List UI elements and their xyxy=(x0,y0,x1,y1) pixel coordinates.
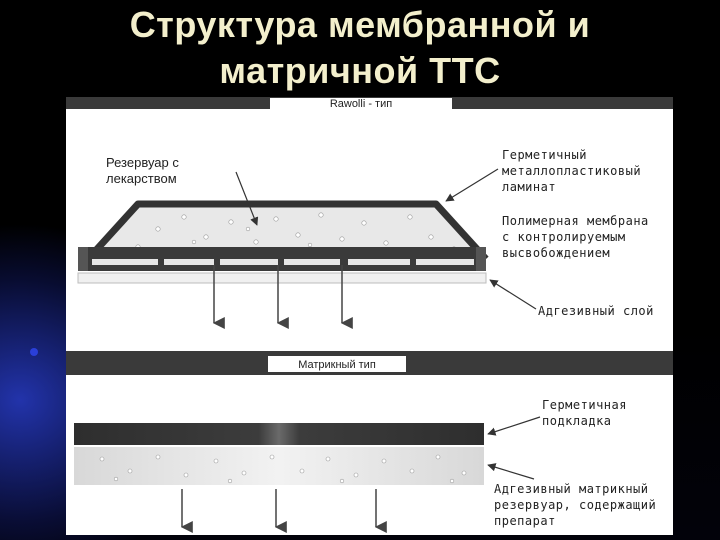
laminate-label-line-1: Герметичный xyxy=(502,148,587,162)
backing-pointer xyxy=(487,416,541,436)
matrix-reservoir-label-line-3: препарат xyxy=(494,514,556,528)
membrane-label-line-3: высвобождением xyxy=(502,246,610,260)
backing-label-line-2: подкладка xyxy=(542,414,612,428)
matrix-header-text: Матрикный тип xyxy=(298,359,376,371)
drug-reservoir xyxy=(88,205,486,259)
reservoir-pointer xyxy=(235,171,259,226)
slide-title: Структура мембранной и матричной ТТС xyxy=(0,0,720,94)
laminate-pointer xyxy=(445,168,499,202)
matrix-backing-layer xyxy=(74,423,484,445)
tts-diagram-svg: Rawolli - тип xyxy=(66,97,673,533)
matrix-reservoir-label-line-1: Адгезивный матрикный xyxy=(494,482,649,496)
matrix-header-box xyxy=(268,356,406,372)
slide-title-line-2: матричной ТТС xyxy=(219,50,501,91)
membrane-right-edge xyxy=(476,247,486,271)
membrane-header-text: Rawolli - тип xyxy=(330,98,392,110)
membrane-label-line-1: Полимерная мембрана xyxy=(502,214,649,228)
matrix-reservoir-label-line-2: резервуар, содержащий xyxy=(494,498,656,512)
laminate-outline xyxy=(85,200,489,262)
membrane-label-line-2: с контролируемым xyxy=(502,230,626,244)
adhesive-layer xyxy=(77,272,487,284)
laminate-label-line-2: металлопластиковый xyxy=(502,164,641,178)
adhesive-label: Адгезивный слой xyxy=(538,304,654,318)
slide-title-line-1: Структура мембранной и xyxy=(129,4,591,45)
slide-bullet-dot xyxy=(30,348,38,356)
adhesive-pointer xyxy=(489,279,537,310)
backing-label-line-1: Герметичная xyxy=(542,398,627,412)
membrane-segments xyxy=(92,259,474,265)
tts-structure-figure: Rawolli - тип xyxy=(66,97,673,535)
release-arrows-bottom xyxy=(180,489,387,533)
matrix-particles xyxy=(99,454,467,484)
matrix-reservoir-pointer xyxy=(487,463,535,480)
release-arrows-top xyxy=(212,265,353,329)
membrane-left-edge xyxy=(78,247,88,271)
reservoir-label-line-1: Резервуар с xyxy=(106,155,179,170)
laminate-label-line-3: ламинат xyxy=(502,180,556,194)
matrix-reservoir-layer xyxy=(74,447,484,485)
membrane-header-box xyxy=(270,98,452,109)
reservoir-label-line-2: лекарством xyxy=(106,171,177,186)
